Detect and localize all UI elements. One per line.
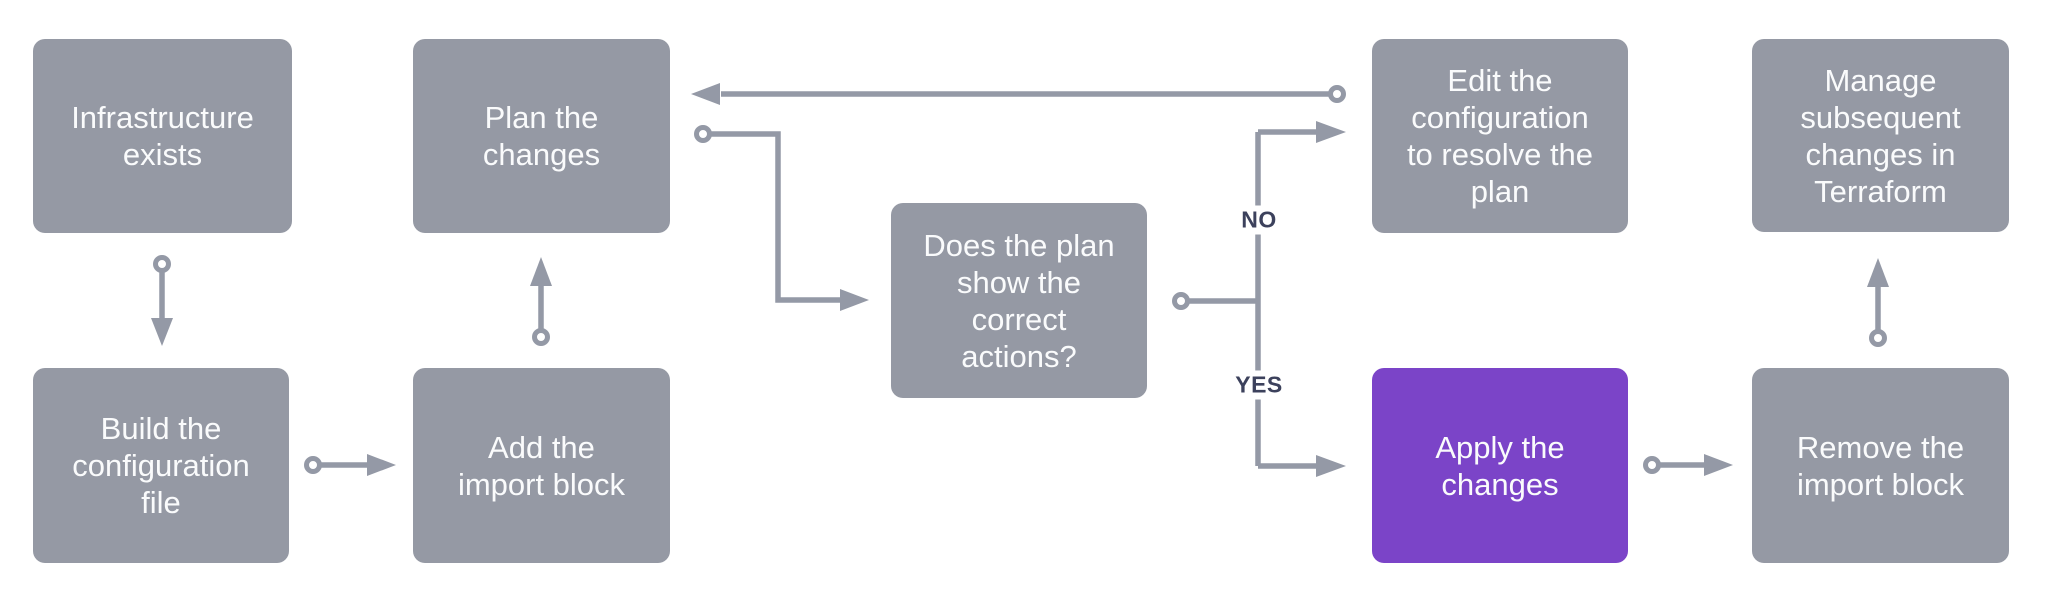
arrowhead-up-icon xyxy=(530,257,552,286)
node-plan-the-changes-label: Plan the changes xyxy=(482,100,601,172)
node-remove-the-import-block: Remove the import block xyxy=(1752,368,2009,563)
arrowhead-down-icon xyxy=(151,318,173,346)
node-infrastructure-exists: Infrastructure exists xyxy=(33,39,292,233)
node-plan-the-changes: Plan the changes xyxy=(413,39,670,233)
edge-source-dot xyxy=(1172,292,1190,310)
edge-label-yes: YES xyxy=(1230,370,1288,400)
node-manage-subsequent-changes: Manage subsequent changes in Terraform xyxy=(1752,39,2009,232)
arrowhead-left-icon xyxy=(691,83,720,105)
node-edit-the-configuration-label: Edit the configuration to resolve the pl… xyxy=(1406,63,1594,209)
node-add-the-import-block-label: Add the import block xyxy=(457,429,626,502)
node-edit-the-configuration: Edit the configuration to resolve the pl… xyxy=(1372,39,1628,233)
edge-source-dot xyxy=(304,456,322,474)
node-add-the-import-block: Add the import block xyxy=(413,368,670,563)
arrowhead-right-icon xyxy=(840,289,869,311)
edge-add-to-plan xyxy=(530,257,552,346)
edge-source-dot xyxy=(694,125,712,143)
node-manage-subsequent-changes-label: Manage subsequent changes in Terraform xyxy=(1800,62,1961,209)
node-does-plan-show-correct-actions: Does the plan show the correct actions? xyxy=(891,203,1147,398)
node-infrastructure-exists-label: Infrastructure exists xyxy=(71,100,254,172)
edge-label-no: NO xyxy=(1236,205,1282,235)
arrowhead-up-icon xyxy=(1867,258,1889,287)
arrowhead-right-icon xyxy=(1316,455,1346,477)
edge-remove-to-manage xyxy=(1867,258,1889,347)
edge-edit-to-plan-feedback xyxy=(691,83,1346,105)
edge-source-dot xyxy=(1869,329,1887,347)
edge-source-dot xyxy=(1643,456,1661,474)
node-does-plan-show-correct-actions-label: Does the plan show the correct actions? xyxy=(923,227,1115,374)
arrowhead-right-icon xyxy=(1316,121,1346,143)
arrowhead-right-icon xyxy=(367,454,396,476)
edge-plan-to-decision xyxy=(694,125,869,311)
edge-source-dot xyxy=(532,328,550,346)
edge-source-dot xyxy=(153,255,171,273)
node-build-the-configuration-file-label: Build the configuration file xyxy=(72,411,250,520)
edge-elbow-line xyxy=(710,131,841,303)
node-apply-the-changes: Apply the changes xyxy=(1372,368,1628,563)
edge-build-to-add xyxy=(304,454,396,476)
edge-apply-to-remove xyxy=(1643,454,1733,476)
edge-infrastructure-to-build xyxy=(151,255,173,346)
node-build-the-configuration-file: Build the configuration file xyxy=(33,368,289,563)
edge-source-dot xyxy=(1328,85,1346,103)
node-apply-the-changes-label: Apply the changes xyxy=(1435,429,1565,502)
arrowhead-right-icon xyxy=(1704,454,1733,476)
node-remove-the-import-block-label: Remove the import block xyxy=(1796,429,1965,502)
